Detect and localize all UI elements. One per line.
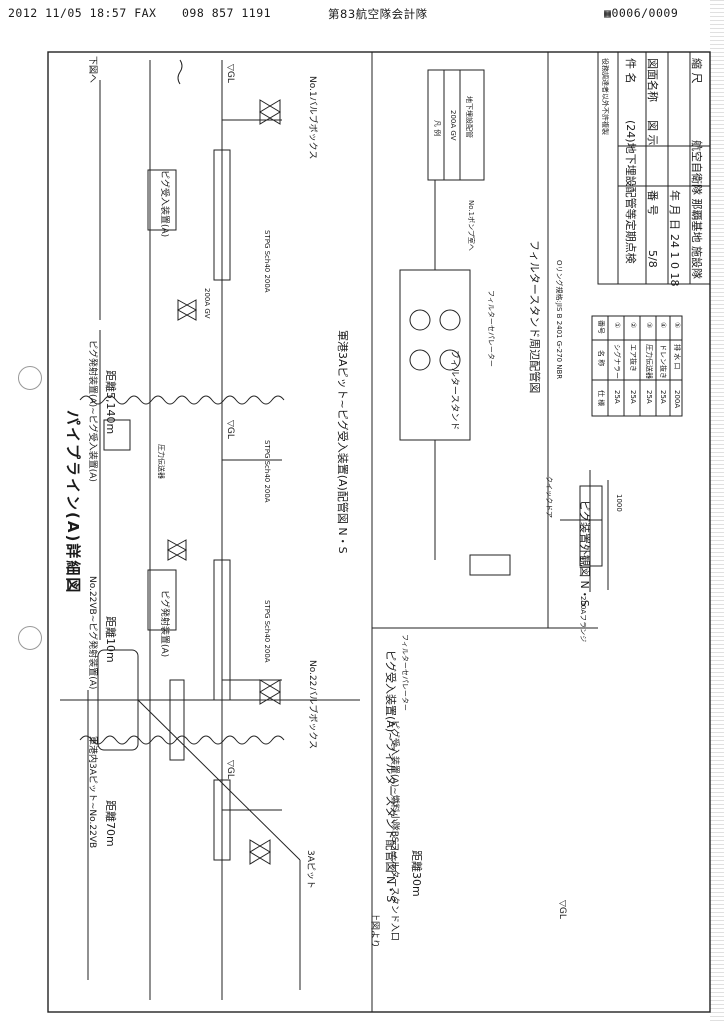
parts-row-1-name: シグナラー — [613, 344, 621, 379]
parts-table-frame — [591, 315, 683, 417]
title-block-header: 役務調達者以外不許複製 — [601, 58, 609, 135]
parts-row-2-no: ② — [629, 322, 637, 329]
parts-row-1-spec: 25A — [613, 390, 621, 404]
distance-5140m: 距離5,140m — [104, 370, 117, 435]
pressure-gauge-label: 圧力伝送器 — [157, 444, 165, 479]
punch-hole-top — [18, 366, 42, 390]
pipe-spec-label-2: STPG Sch40 200A — [263, 440, 271, 503]
fax-timestamp: 2012 11/05 18:57 FAX — [8, 6, 157, 20]
o-ring-spec-label: Oリング規格:JIS B 2401 G-270 NBR — [555, 260, 563, 380]
fax-sender: 第83航空隊会計隊 — [328, 7, 428, 21]
segment-label-3: ピグ発射装置(A)~ピグ受入装置(A) — [87, 340, 97, 482]
legend-row-valve: 200A GV — [449, 110, 457, 141]
valve-200a-label: 200A GV — [203, 288, 211, 319]
title-block-drawing-name: 図 示 — [646, 120, 659, 146]
parts-row-5-no: ⑤ — [673, 322, 681, 329]
filter-separator-label-lower: フィルターセパレーター — [401, 634, 409, 711]
title-block-frame — [597, 51, 711, 285]
legend-title: 凡 例 — [433, 120, 441, 137]
upper-figure-caption: 軍港3Aピット~ピグ受入装置(A)配管図 N・S — [336, 330, 349, 554]
filter-stand-label: フィルタースタンド — [449, 350, 459, 431]
parts-row-2-name: エア抜き — [629, 344, 637, 372]
parts-row-4-name: ドレン抜き — [659, 344, 667, 379]
title-block-number: 5/8 — [646, 250, 659, 268]
to-pump-room-label: No.1ポンプ室へ — [467, 200, 475, 251]
distance-10m: 距離10m — [104, 616, 117, 663]
parts-row-4-no: ④ — [659, 322, 667, 329]
title-block-date-label: 年 月 日 — [668, 190, 681, 230]
legend-row-buried-pipe: 地下埋設配管 — [465, 96, 473, 138]
scale-1000-label: 1000 — [615, 494, 623, 512]
pig-device-caption: ピグ装置外観図 N・S — [578, 500, 591, 607]
pig-receiver-label: ピグ受入装置(A) — [159, 170, 169, 238]
title-block-scale-label: 縮 尺 — [690, 58, 703, 84]
punch-hole-bottom — [18, 626, 42, 650]
parts-header-spec: 仕 様 — [597, 390, 605, 407]
filter-separator-label: フィルターセパレーター — [487, 290, 495, 367]
parts-row-3-spec: 25A — [645, 390, 653, 404]
valve-box-22-label: No.22バルブボックス — [307, 660, 317, 750]
sheet-border — [47, 51, 711, 1013]
parts-row-4-spec: 25A — [659, 390, 667, 404]
parts-row-3-no: ③ — [645, 322, 653, 329]
parts-row-3-name: 圧力伝送器 — [645, 344, 653, 379]
to-next-figure: 下図へ — [87, 56, 97, 84]
segment-label-1: 軍港内3Aピット~No.22VB — [87, 736, 97, 849]
fax-page-icon: ▦ — [604, 6, 612, 20]
pit-3a-label: 3Aピット — [305, 850, 315, 889]
from-upper-figure: 上図より — [369, 912, 379, 948]
distance-70m: 距離70m — [104, 800, 117, 847]
gl-mark-3: ▽GL — [225, 760, 235, 779]
pipe-spec-label-1: STPG Sch40 200A — [263, 230, 271, 293]
parts-header-no: 番号 — [597, 320, 605, 334]
fax-number: 098 857 1191 — [182, 6, 272, 20]
title-block-project-name: (24)地下埋設配管等定期点検 — [624, 120, 637, 264]
parts-header-name: 名 称 — [597, 350, 605, 367]
pig-launcher-label: ピグ発射装置(A) — [159, 590, 169, 658]
parts-row-5-name: 排 水 口 — [673, 344, 681, 370]
pipe-spec-label-3: STPG Sch40 200A — [263, 600, 271, 663]
distance-30m: 距離30m — [410, 850, 423, 897]
gl-mark-2: ▽GL — [225, 420, 235, 439]
quick-door-label: クイックドア — [545, 476, 553, 518]
title-block-drawing-label: 図面名称 — [646, 58, 659, 102]
fax-page-number: ▦0006/0009 — [604, 6, 679, 20]
segment-label-4: ピグ受入装置(A)~燃料小隊BSフィルタースタンド入口 — [389, 720, 399, 941]
title-block-issuer: 航空自衛隊 那覇基地 施設隊 — [690, 140, 703, 279]
filter-stand-caption: フィルタースタンド周辺配管図 — [528, 240, 541, 394]
parts-row-1-no: ① — [613, 322, 621, 329]
parts-row-2-spec: 25A — [629, 390, 637, 404]
gl-mark-4: ▽GL — [557, 900, 567, 919]
title-block-date: 24 1 0 18 — [668, 234, 681, 287]
valve-box-1-label: No.1バルブボックス — [307, 76, 317, 160]
title-block-project-label: 件 名 — [624, 58, 637, 84]
legend-frame — [427, 69, 485, 181]
main-title: パイプライン(A)詳細図 — [64, 410, 82, 595]
scan-edge — [710, 0, 724, 1024]
title-block-number-label: 番 号 — [646, 190, 659, 216]
flange-200a-label: 200Aフランジ — [579, 596, 587, 643]
parts-row-5-spec: 200A — [673, 390, 681, 409]
gl-mark-1: ▽GL — [225, 64, 235, 83]
segment-label-2: No.22VB~ピグ発射装置(A) — [87, 576, 97, 690]
